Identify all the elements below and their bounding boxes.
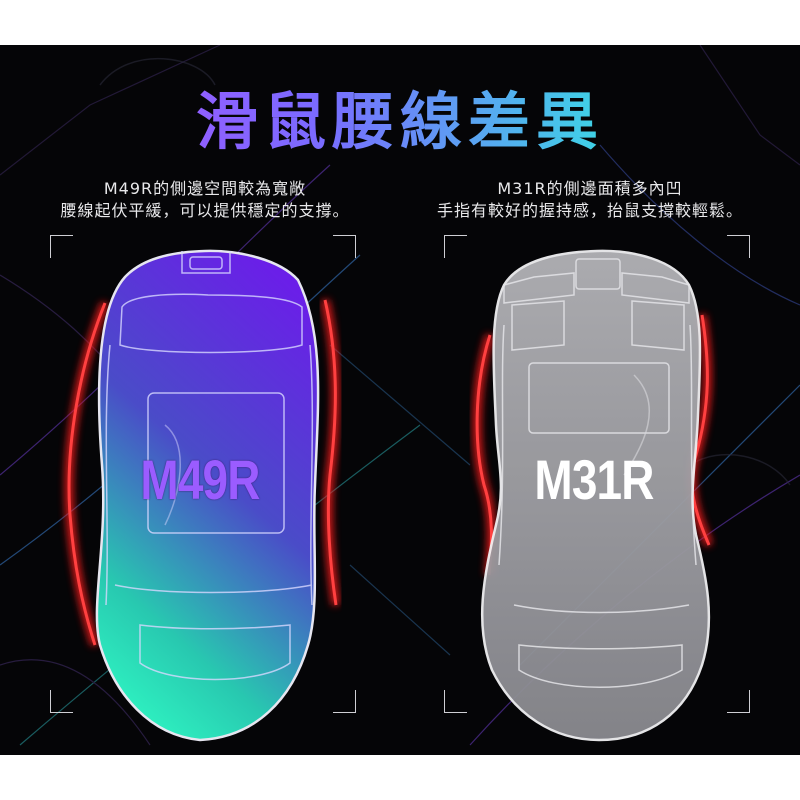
corner-bracket-icon [444,235,467,258]
corner-bracket-icon [50,235,73,258]
m31r-description: M31R的側邊面積多內凹 手指有較好的握持感，抬鼠支撐較輕鬆。 [400,178,780,222]
corner-bracket-icon [727,235,750,258]
corner-bracket-icon [50,690,73,713]
corner-bracket-icon [333,235,356,258]
m49r-description-line-1: M49R的側邊空間較為寬敞 [103,179,307,198]
m49r-mouse-illustration [65,249,340,742]
m49r-description: M49R的側邊空間較為寬敞 腰線起伏平緩，可以提供穩定的支撐。 [15,178,395,222]
m49r-description-line-2: 腰線起伏平緩，可以提供穩定的支撐。 [60,201,350,220]
page-title: 滑鼠腰線差異 [0,85,800,159]
m31r-description-line-2: 手指有較好的握持感，抬鼠支撐較輕鬆。 [436,201,743,220]
red-glow-arc-icon [65,299,340,647]
m31r-frame [444,235,750,713]
m49r-frame [50,235,356,713]
m31r-model-label: M31R [534,448,654,511]
comparison-banner: 滑鼠腰線差異 M49R的側邊空間較為寬敞 腰線起伏平緩，可以提供穩定的支撐。 M… [0,45,800,755]
corner-bracket-icon [444,690,467,713]
m31r-description-line-1: M31R的側邊面積多內凹 [497,179,683,198]
corner-bracket-icon [727,690,750,713]
m49r-model-label: M49R [140,448,260,511]
m31r-mouse-illustration [473,249,713,742]
corner-bracket-icon [333,690,356,713]
